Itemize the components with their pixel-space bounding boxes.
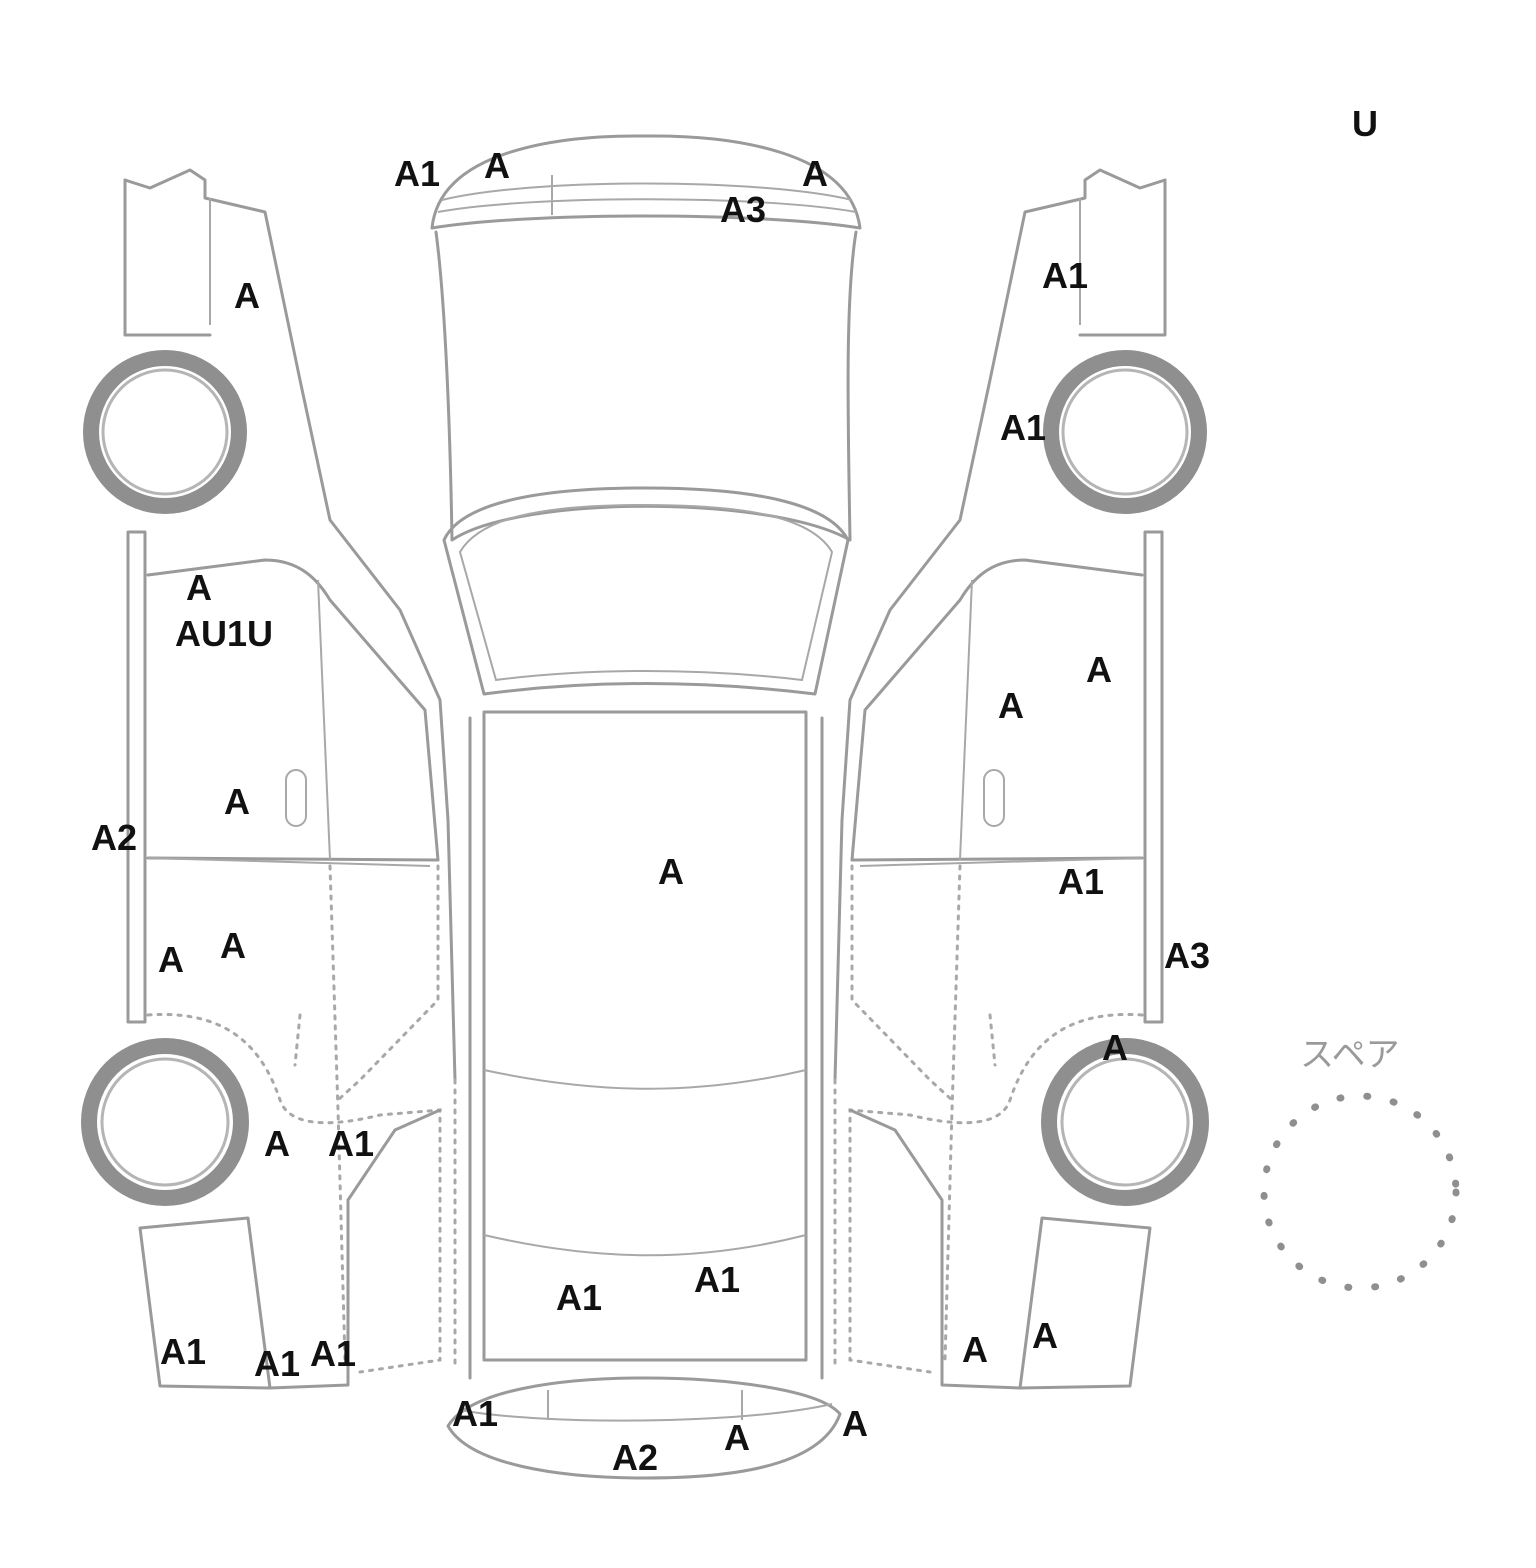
damage-code: A2 bbox=[91, 817, 137, 858]
car-right-side-view bbox=[833, 168, 1209, 1390]
damage-code: A1 bbox=[328, 1123, 374, 1164]
roof bbox=[482, 710, 808, 1362]
damage-code: A1 bbox=[1058, 861, 1104, 902]
car-top-view bbox=[430, 134, 862, 1480]
right-front-door bbox=[850, 558, 1144, 862]
damage-code: A3 bbox=[720, 189, 766, 230]
spare-tyre: スペア bbox=[1260, 1035, 1460, 1292]
damage-code: AU1U bbox=[175, 613, 273, 654]
damage-codes: A1 A A A3 A A1 A1 A AU1U A A A A2 A A1 A… bbox=[91, 145, 1210, 1478]
damage-code: A bbox=[962, 1329, 988, 1370]
damage-code: A1 bbox=[694, 1259, 740, 1300]
damage-code: A bbox=[264, 1123, 290, 1164]
damage-code: A bbox=[234, 275, 260, 316]
damage-code: A2 bbox=[612, 1437, 658, 1478]
right-front-fender bbox=[833, 168, 1167, 1082]
damage-code: A bbox=[842, 1403, 868, 1444]
damage-code: A3 bbox=[1164, 935, 1210, 976]
damage-code: A1 bbox=[1000, 407, 1046, 448]
damage-code: A1 bbox=[452, 1393, 498, 1434]
damage-code: A1 bbox=[160, 1331, 206, 1372]
damage-code: A1 bbox=[556, 1277, 602, 1318]
damage-code: A bbox=[220, 925, 246, 966]
damage-code: A bbox=[186, 567, 212, 608]
spare-tyre-outline bbox=[1260, 1092, 1460, 1292]
damage-code: A bbox=[1032, 1315, 1058, 1356]
right-front-wheel bbox=[1043, 350, 1207, 514]
car-left-side-view bbox=[81, 168, 457, 1390]
damage-code: A bbox=[998, 685, 1024, 726]
front-bumper bbox=[430, 134, 862, 230]
grade-mark: U bbox=[1352, 103, 1378, 144]
left-front-wheel bbox=[83, 350, 247, 514]
spare-label: スペア bbox=[1300, 1035, 1400, 1075]
damage-code: A1 bbox=[1042, 255, 1088, 296]
damage-code: A1 bbox=[254, 1343, 300, 1384]
damage-code: A1 bbox=[394, 153, 440, 194]
damage-code: A bbox=[224, 781, 250, 822]
rear-bumper bbox=[446, 1376, 842, 1480]
right-rear-wheel bbox=[1041, 1038, 1209, 1206]
left-front-fender bbox=[123, 168, 457, 1082]
damage-code: A bbox=[658, 851, 684, 892]
left-front-door bbox=[146, 558, 440, 862]
damage-code: A bbox=[802, 153, 828, 194]
damage-code: A1 bbox=[310, 1333, 356, 1374]
damage-code: A bbox=[484, 145, 510, 186]
left-rear-wheel bbox=[81, 1038, 249, 1206]
bonnet bbox=[434, 230, 858, 542]
damage-code: A bbox=[158, 939, 184, 980]
damage-code: A bbox=[1102, 1027, 1128, 1068]
damage-code: A bbox=[724, 1417, 750, 1458]
windshield bbox=[442, 486, 850, 696]
damage-code: A bbox=[1086, 649, 1112, 690]
right-rear-fender bbox=[1018, 1216, 1152, 1390]
